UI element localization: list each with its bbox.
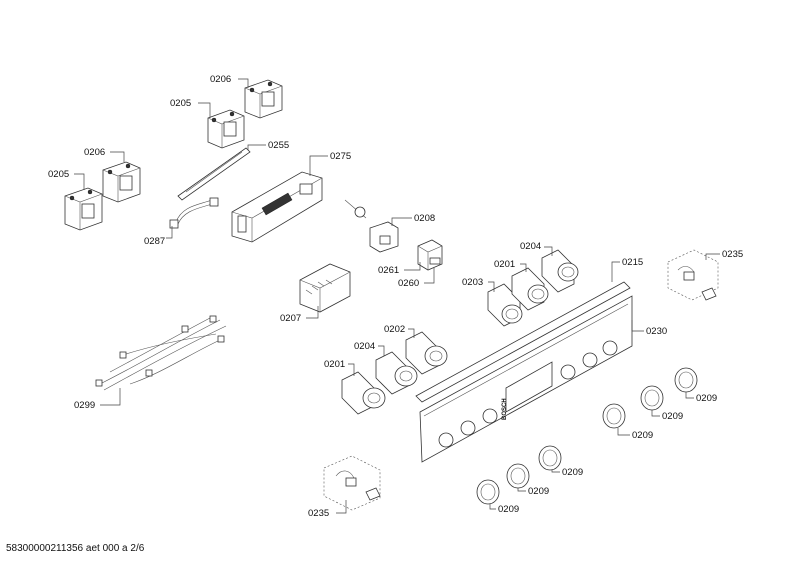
part-0209-knobs — [476, 367, 698, 505]
part-0261-0260-clip — [417, 239, 443, 271]
leader-lines — [74, 78, 720, 514]
knob-6 — [538, 445, 562, 471]
label-0261: 0261 — [378, 265, 399, 276]
knob-5 — [506, 463, 530, 489]
part-0205-left — [64, 187, 103, 231]
document-id-footer: 58300000211356 aet 000 a 2/6 — [6, 543, 145, 554]
part-0208-thermostat — [344, 199, 399, 253]
part-0204-switch-upper — [541, 249, 579, 293]
label-0206-top: 0206 — [210, 74, 231, 85]
part-0235-upper — [667, 249, 719, 301]
label-0202: 0202 — [384, 324, 405, 335]
part-0215-strip — [415, 281, 631, 403]
part-0201-switch-lower — [341, 371, 386, 415]
label-0201-lower: 0201 — [324, 359, 345, 370]
label-0230: 0230 — [646, 326, 667, 337]
part-0201-switch-upper — [511, 267, 549, 311]
label-0204-upper: 0204 — [520, 241, 541, 252]
label-0205-left: 0205 — [48, 169, 69, 180]
label-0208: 0208 — [414, 213, 435, 224]
label-0275: 0275 — [330, 151, 351, 162]
knob-3 — [674, 367, 698, 393]
label-0203: 0203 — [462, 277, 483, 288]
label-0209-f: 0209 — [498, 504, 519, 515]
label-0260: 0260 — [398, 278, 419, 289]
knob-1 — [602, 403, 626, 429]
label-0287: 0287 — [144, 236, 165, 247]
label-0209-b: 0209 — [662, 411, 683, 422]
label-0204-lower: 0204 — [354, 341, 375, 352]
label-0299: 0299 — [74, 400, 95, 411]
part-0202-switch-lower — [405, 331, 448, 375]
label-0235-upper: 0235 — [722, 249, 743, 260]
part-0255-rail — [177, 147, 251, 201]
part-0207-block — [299, 263, 351, 313]
label-0207: 0207 — [280, 313, 301, 324]
part-0287-cable — [169, 197, 219, 229]
label-0201-upper: 0201 — [494, 259, 515, 270]
panel-brand-text: BOSCH — [502, 398, 508, 420]
knob-2 — [640, 385, 664, 411]
knob-4 — [476, 479, 500, 505]
label-0255: 0255 — [268, 140, 289, 151]
label-0209-c: 0209 — [632, 430, 653, 441]
label-0235-lower: 0235 — [308, 508, 329, 519]
part-0275-pcb — [231, 171, 323, 243]
part-0206-top — [244, 79, 283, 119]
part-0299-harness — [95, 315, 227, 391]
label-0209-a: 0209 — [696, 393, 717, 404]
label-0215: 0215 — [622, 257, 643, 268]
label-0209-d: 0209 — [562, 467, 583, 478]
part-0206-left — [102, 161, 141, 203]
label-0209-e: 0209 — [528, 486, 549, 497]
part-labels: 0206 0205 0206 0205 0255 0275 0287 0208 … — [48, 74, 743, 519]
label-0206-left: 0206 — [84, 147, 105, 158]
part-0235-lower — [323, 455, 381, 511]
label-0205-top: 0205 — [170, 98, 191, 109]
part-0204-switch-lower — [375, 351, 418, 395]
part-0230-panel: BOSCH — [419, 295, 633, 463]
part-0205-top — [207, 109, 245, 149]
